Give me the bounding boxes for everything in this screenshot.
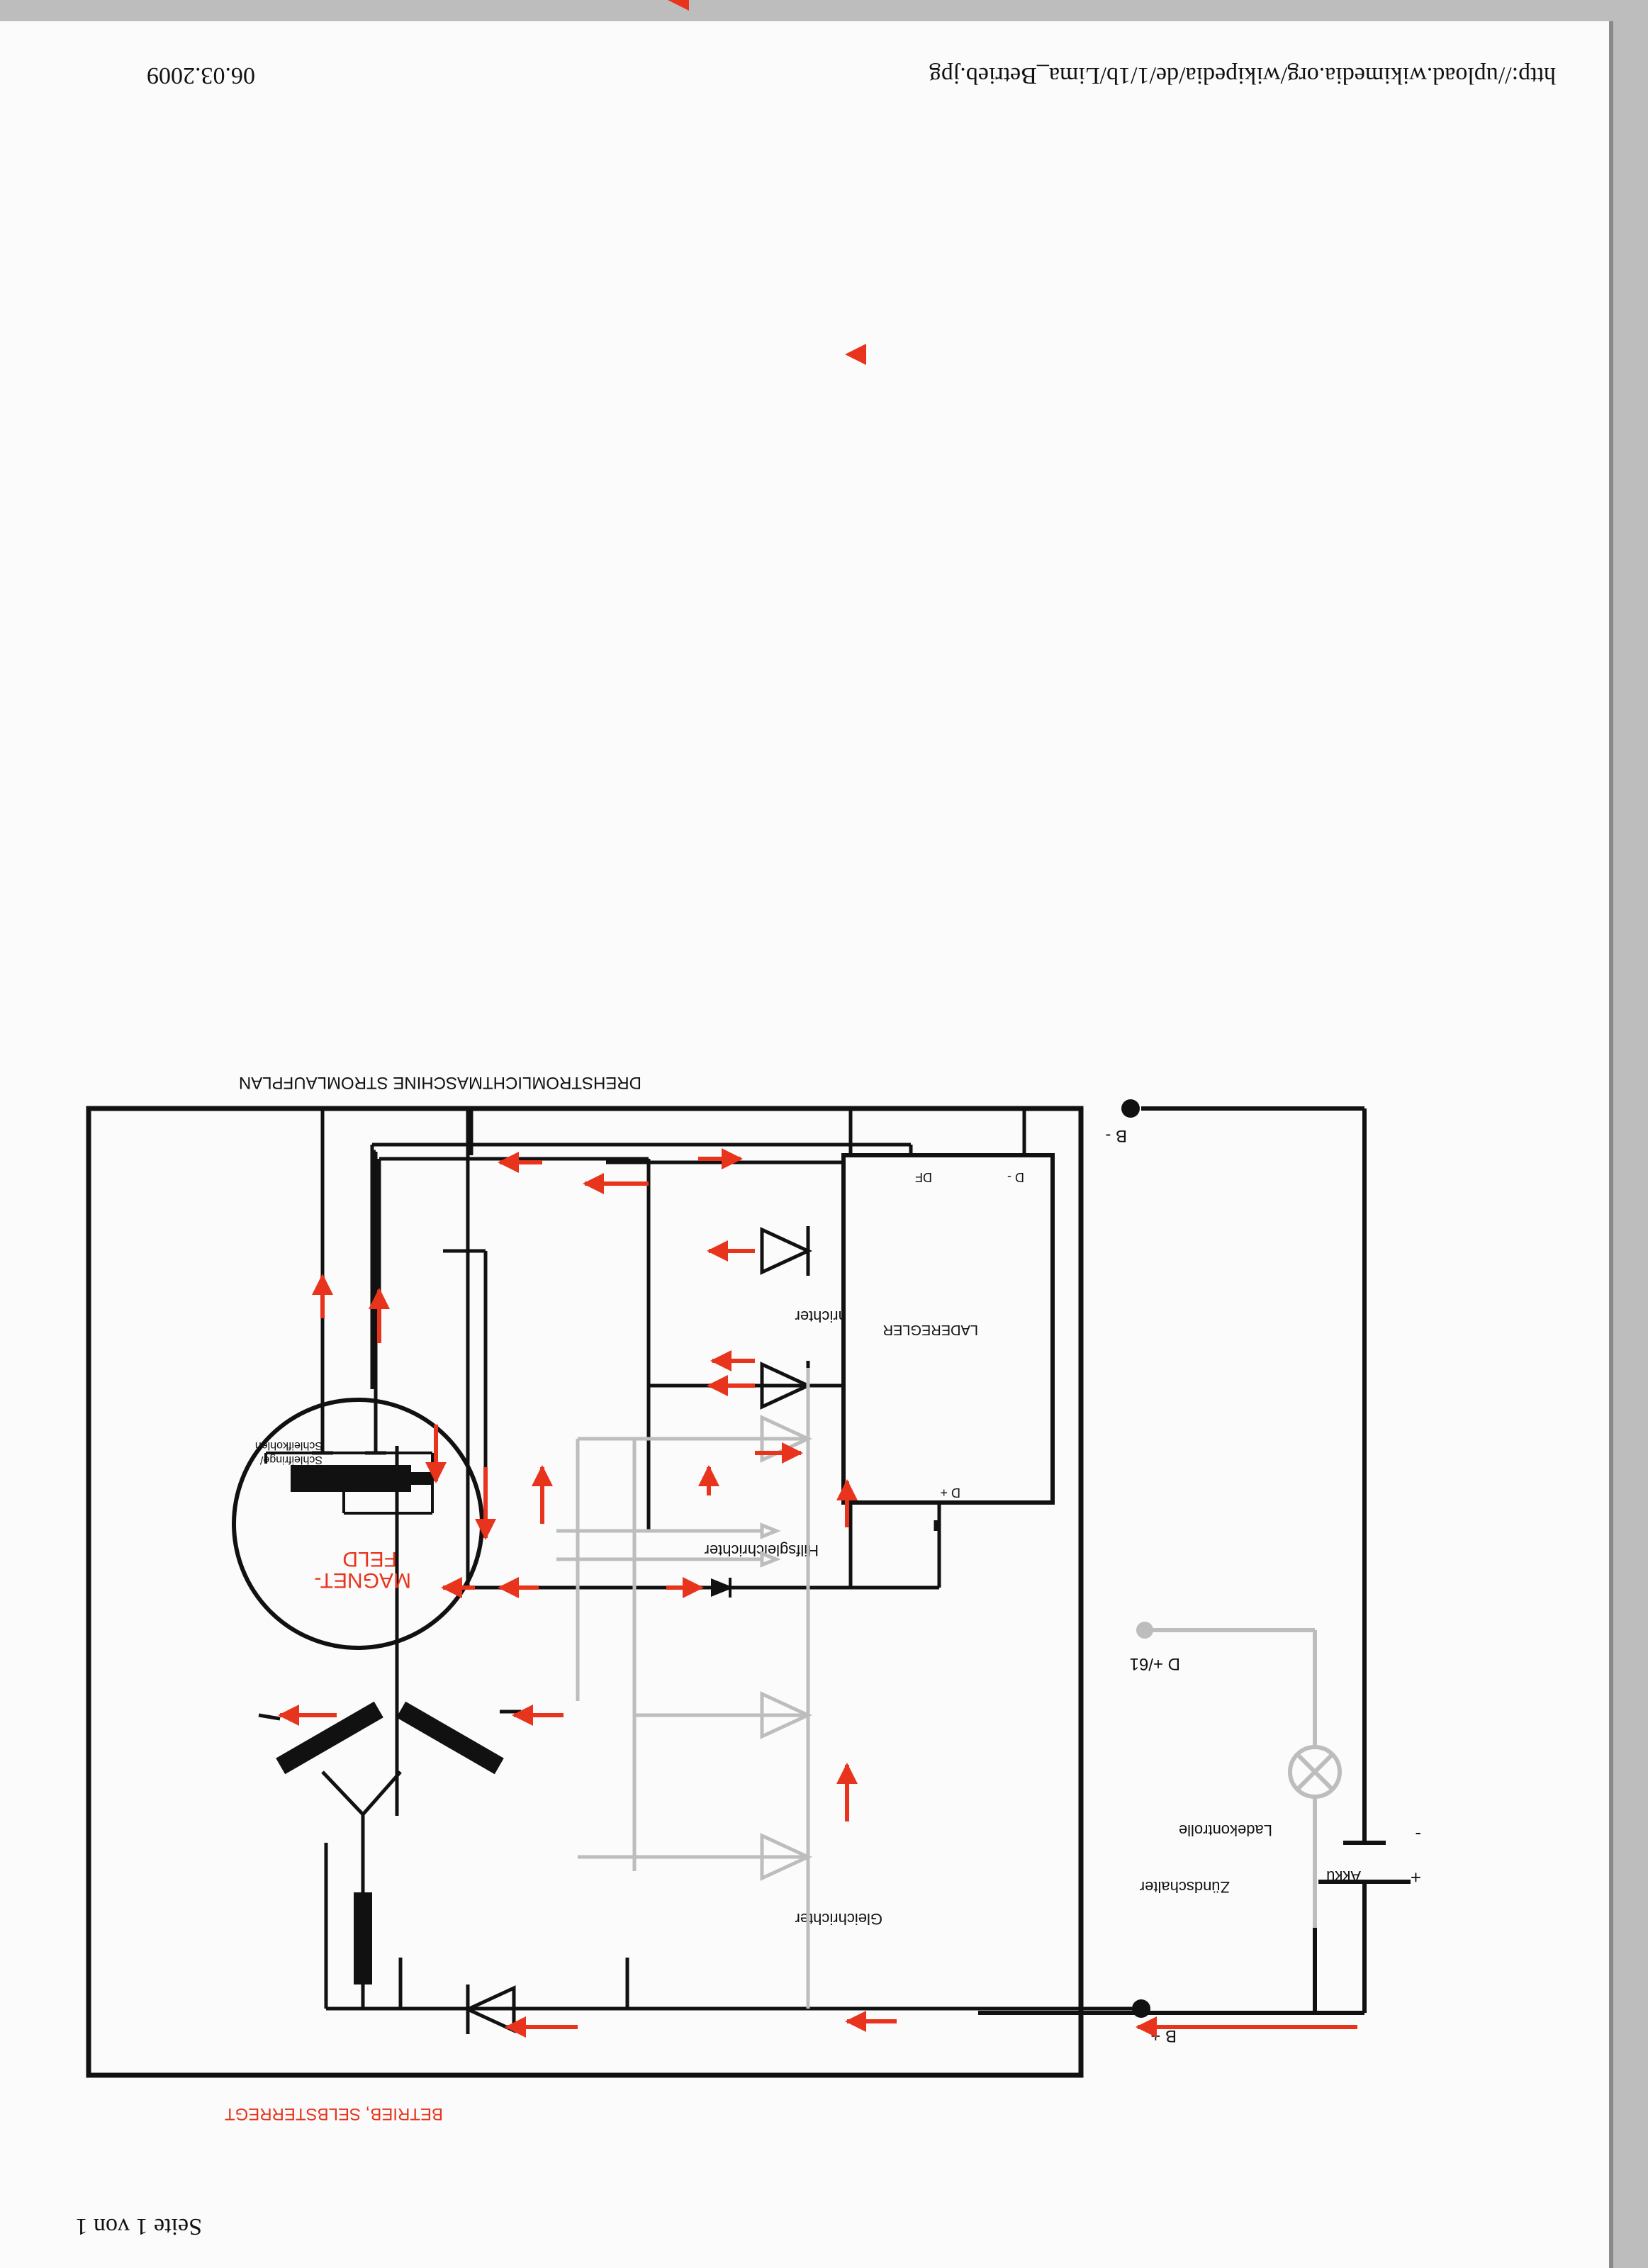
akku-label: Akku <box>1326 1868 1361 1885</box>
inactive-diodes <box>556 1368 812 2009</box>
laderegler-wiring <box>370 1108 1026 1590</box>
ladekontrolle-lamp <box>1288 1745 1342 1799</box>
battery <box>1318 1818 1411 1892</box>
main-wiring <box>324 1106 1141 2011</box>
zuendschalter-label: Zündschalter <box>1140 1878 1230 1896</box>
df-label: DF <box>915 1170 932 1184</box>
d-minus-label: D - <box>1007 1170 1024 1184</box>
b-minus-terminal <box>1121 1099 1140 1118</box>
hilfs-diode <box>711 1578 734 1598</box>
diagram-title: BETRIEB, SELBSTERREGT <box>225 2104 443 2123</box>
rectifier-diode <box>760 1226 812 1276</box>
diagram-caption: DREHSTROMLICHTMASCHINE STROMLAUFPLAN <box>239 1073 641 1092</box>
rotor <box>232 1398 484 1650</box>
generator-housing <box>86 1106 1084 2078</box>
akku-plus: + <box>1411 1867 1421 1888</box>
external-circuit <box>978 1106 1367 2015</box>
d61-terminal <box>1136 1622 1153 1639</box>
akku-minus: - <box>1415 1824 1421 1846</box>
b-plus-label: B + <box>1150 2026 1177 2045</box>
d-plus-label: D + <box>940 1486 960 1500</box>
magnetfeld-line2: FELD <box>342 1547 397 1571</box>
stator <box>258 1701 521 2009</box>
ladekontrolle-label: Ladekontrolle <box>1179 1821 1272 1839</box>
laderegler-box <box>841 1153 1055 1505</box>
rectifier-diode <box>464 1984 516 2034</box>
magnetfeld-line1: MAGNET- <box>314 1568 411 1592</box>
schleifringe-line2: Schleifkohlen <box>255 1439 323 1452</box>
laderegler-label: LADEREGLER <box>883 1322 979 1337</box>
current-arrows <box>278 1148 1357 2038</box>
schleifringe-line1: Schleifringe/ <box>259 1454 323 1466</box>
d61-label: D +/61 <box>1130 1654 1180 1673</box>
b-minus-label: B - <box>1105 1126 1127 1145</box>
